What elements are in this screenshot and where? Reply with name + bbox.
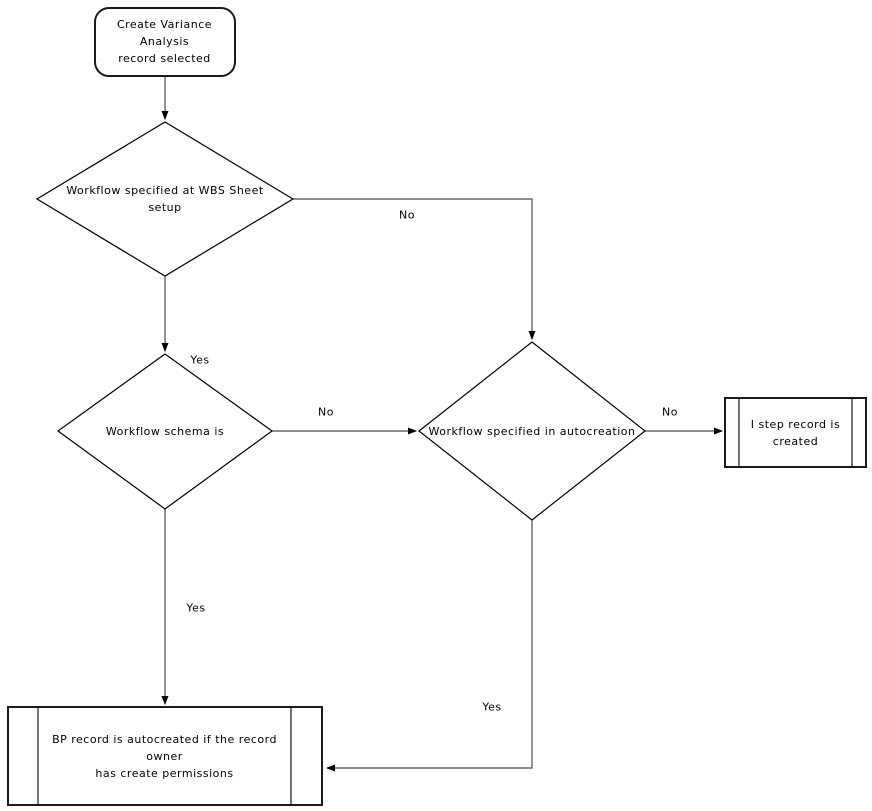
start-terminator-shape (94, 7, 236, 77)
edge-wbs-no-to-autocreation (293, 198, 536, 340)
istep-process-shape (724, 397, 867, 468)
edge-autocreation-yes-to-bp (326, 520, 533, 772)
autocreation-decision-shape (418, 341, 646, 521)
schema-decision-shape (56, 353, 274, 510)
wbs-decision-shape (35, 121, 295, 277)
bp-process-shape (7, 706, 323, 806)
